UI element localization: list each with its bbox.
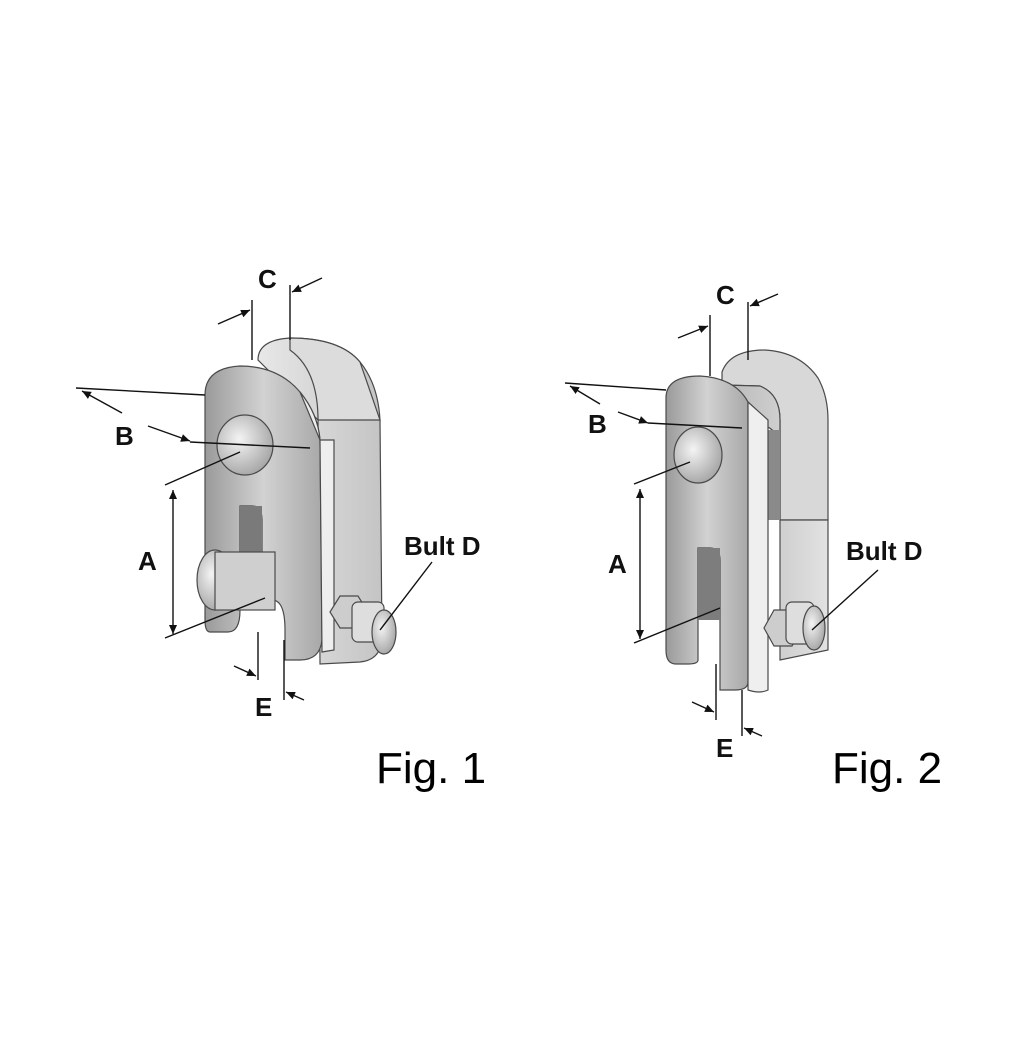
- fig2-caption: Fig. 2: [832, 744, 942, 793]
- fig2-front-plate: [665, 375, 769, 693]
- fig1-label-bolt-d: Bult D: [404, 531, 481, 561]
- fig1-label-b: B: [115, 421, 134, 451]
- fig2-top-pin: [673, 426, 723, 484]
- fig2-label-c: C: [716, 280, 735, 310]
- fig2-label-a: A: [608, 549, 627, 579]
- fig2-label-b: B: [588, 409, 607, 439]
- fig1-bolt: [329, 595, 397, 655]
- fig2-label-e: E: [716, 733, 733, 763]
- fig1-label-e: E: [255, 692, 272, 722]
- fig1-label-c: C: [258, 264, 277, 294]
- fig1-caption: Fig. 1: [376, 744, 486, 793]
- figure-1: C B A E Bult D Fig. 1: [75, 264, 486, 793]
- fig1-label-a: A: [138, 546, 157, 576]
- fig2-label-bolt-d: Bult D: [846, 536, 923, 566]
- fig1-dimension-lines: [75, 277, 433, 701]
- fig2-dimension-lines: [564, 293, 879, 737]
- figure-2: C B A E Bult D Fig. 2: [564, 280, 942, 793]
